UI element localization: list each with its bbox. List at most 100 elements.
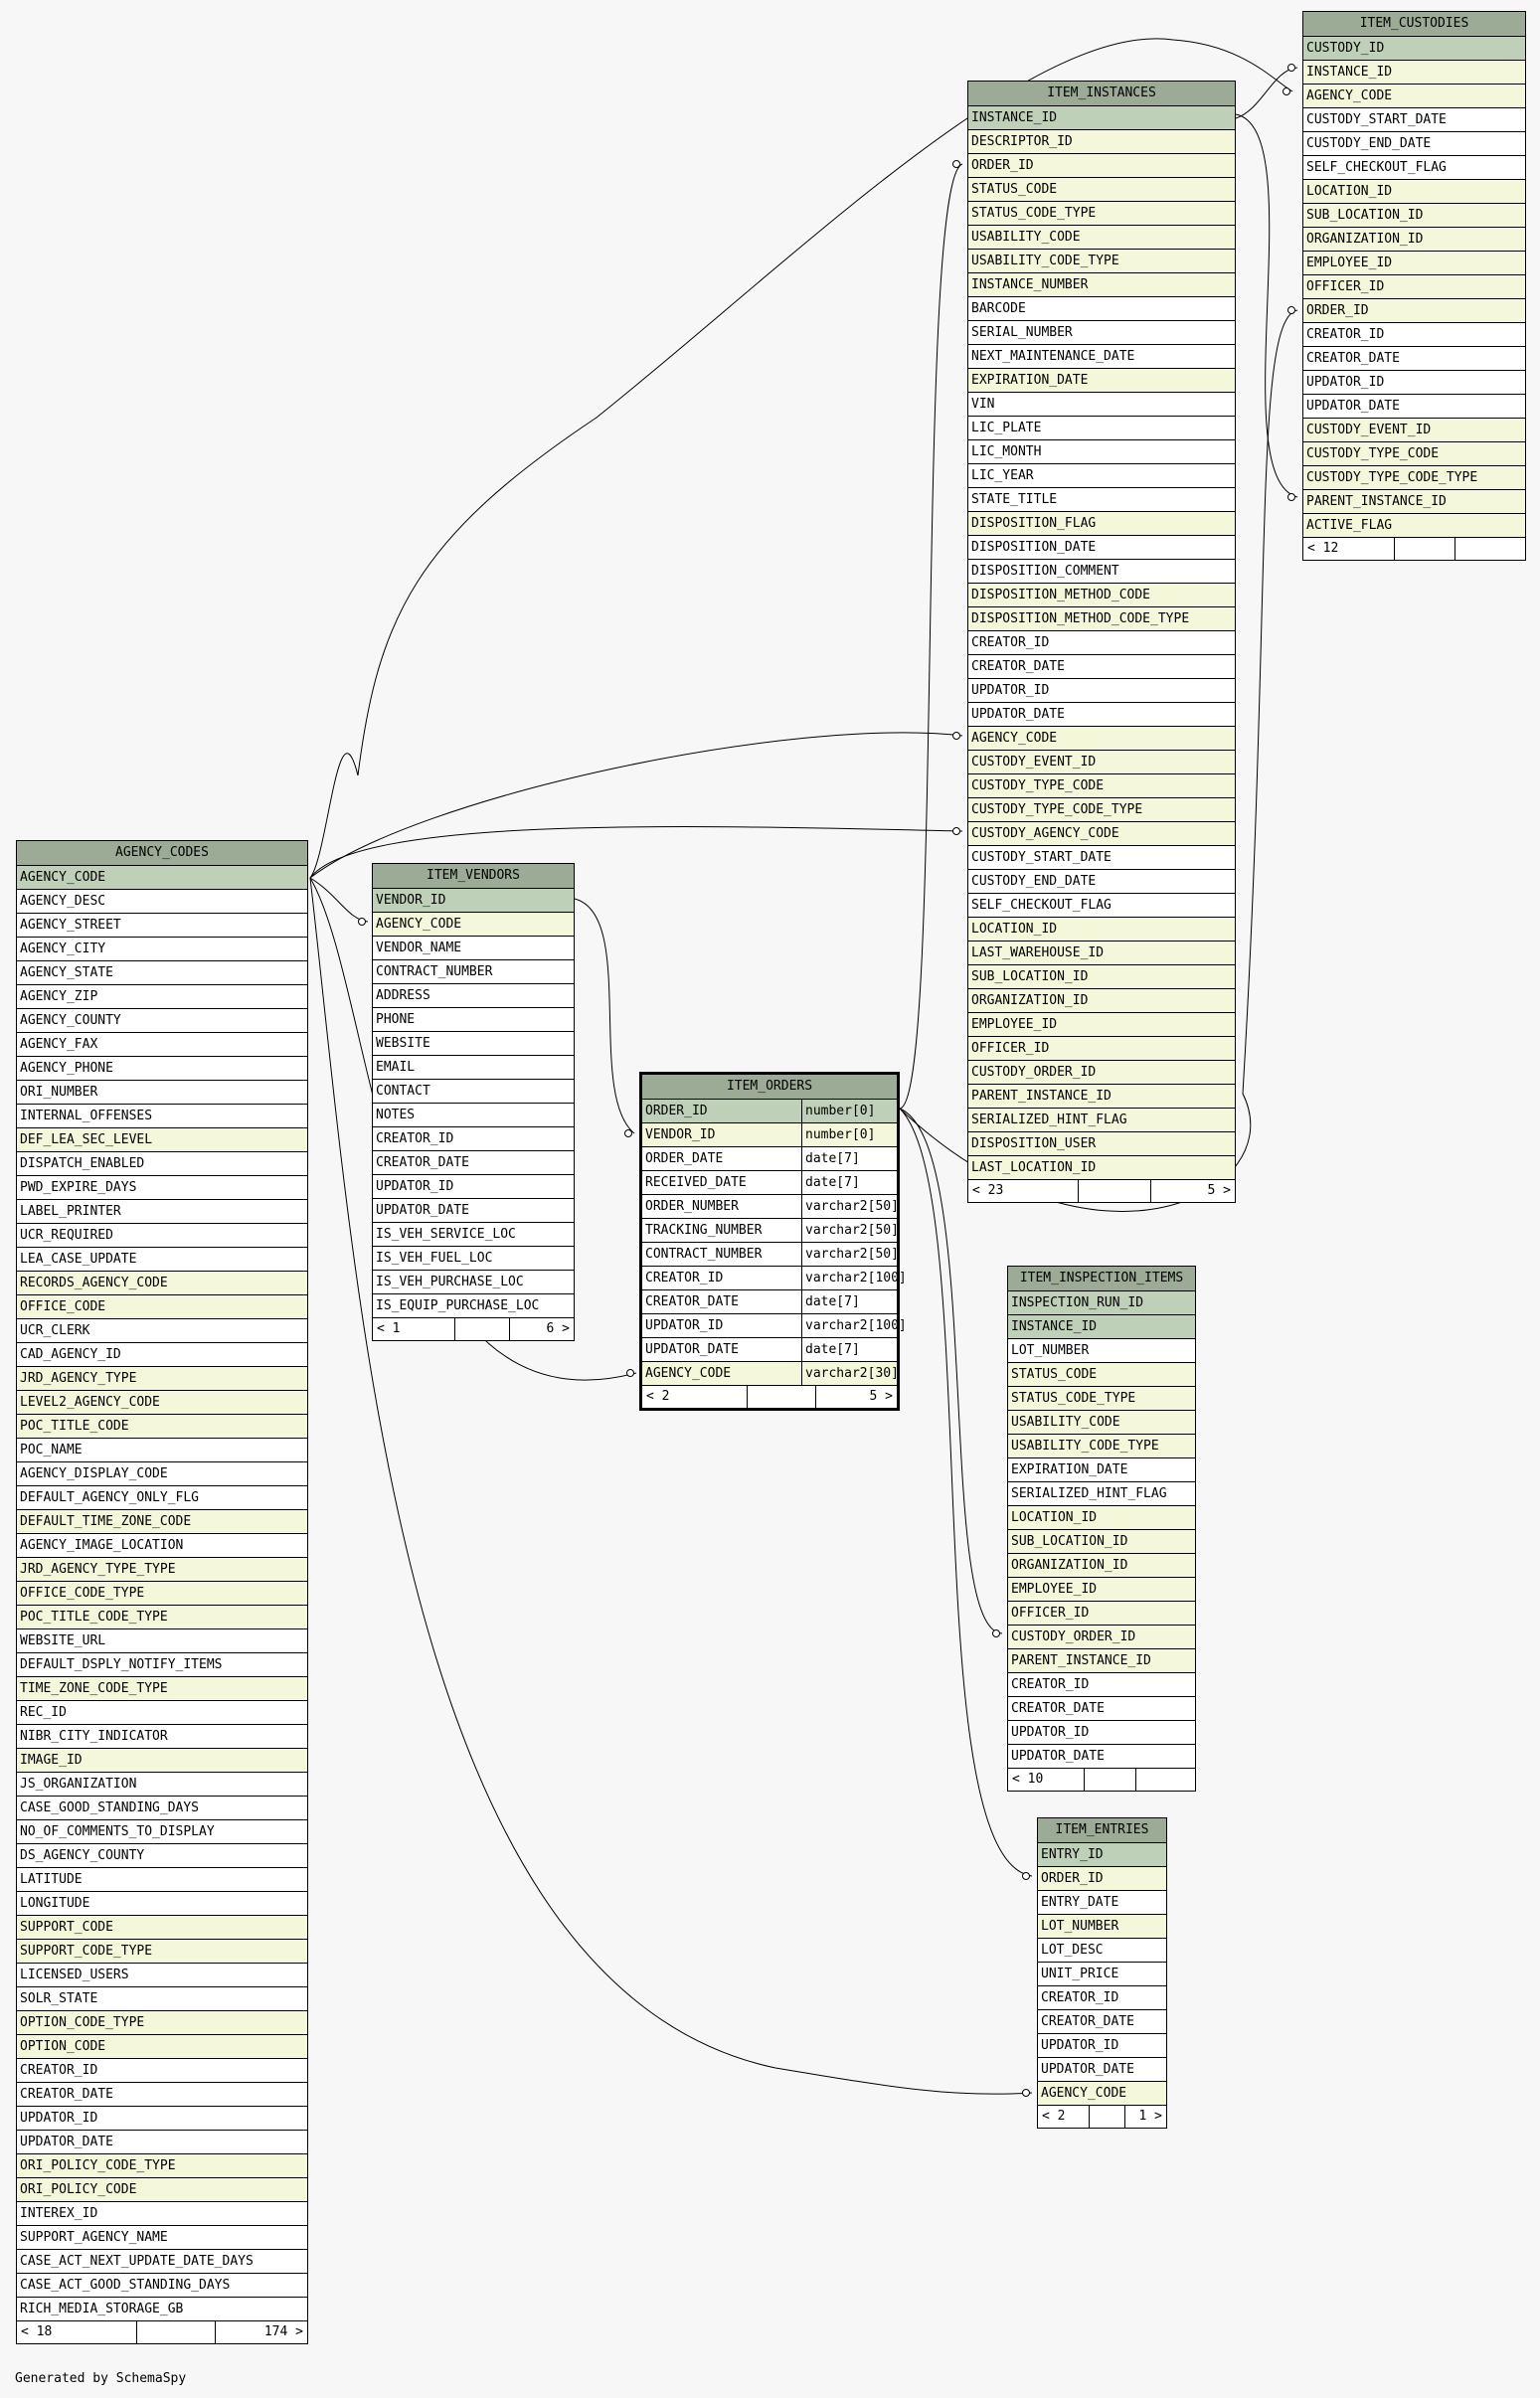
column-row[interactable]: REC_ID (17, 1701, 307, 1725)
column-row[interactable]: CREATOR_DATE (17, 2083, 307, 2107)
column-row[interactable]: WEBSITE_URL (17, 1629, 307, 1653)
column-row[interactable]: ENTRY_ID (1038, 1843, 1166, 1867)
column-row[interactable]: SELF_CHECKOUT_FLAG (1303, 156, 1525, 180)
column-row[interactable]: SUB_LOCATION_ID (968, 965, 1235, 989)
column-row[interactable]: UPDATOR_DATE (1038, 2058, 1166, 2082)
column-row[interactable]: AGENCY_STATE (17, 961, 307, 985)
column-row[interactable]: OFFICE_CODE (17, 1295, 307, 1319)
column-row[interactable]: ORGANIZATION_ID (1303, 228, 1525, 252)
column-row[interactable]: INSTANCE_ID (1303, 61, 1525, 85)
column-row[interactable]: CUSTODY_END_DATE (968, 870, 1235, 894)
column-row[interactable]: SERIAL_NUMBER (968, 321, 1235, 345)
column-row[interactable]: CREATOR_ID (1008, 1673, 1195, 1697)
column-row[interactable]: POC_TITLE_CODE_TYPE (17, 1606, 307, 1629)
column-row[interactable]: LONGITUDE (17, 1892, 307, 1916)
column-row[interactable]: LAST_WAREHOUSE_ID (968, 942, 1235, 965)
column-row[interactable]: LIC_MONTH (968, 440, 1235, 464)
column-row[interactable]: STATUS_CODE_TYPE (968, 202, 1235, 226)
column-row[interactable]: STATE_TITLE (968, 488, 1235, 512)
column-row[interactable]: INSTANCE_ID (1008, 1315, 1195, 1339)
column-row[interactable]: PARENT_INSTANCE_ID (968, 1085, 1235, 1109)
column-row[interactable]: AGENCY_CODE (17, 866, 307, 890)
column-row[interactable]: UCR_CLERK (17, 1319, 307, 1343)
column-row[interactable]: IMAGE_ID (17, 1749, 307, 1773)
column-row[interactable]: DEFAULT_TIME_ZONE_CODE (17, 1510, 307, 1534)
column-row[interactable]: BARCODE (968, 297, 1235, 321)
column-row[interactable]: CUSTODY_START_DATE (968, 846, 1235, 870)
column-row[interactable]: UCR_REQUIRED (17, 1224, 307, 1248)
column-row[interactable]: IS_EQUIP_PURCHASE_LOC (373, 1294, 574, 1318)
column-row[interactable]: STATUS_CODE_TYPE (1008, 1387, 1195, 1411)
column-row[interactable]: UPDATOR_ID (1038, 2034, 1166, 2058)
column-row[interactable]: SELF_CHECKOUT_FLAG (968, 894, 1235, 918)
column-row[interactable]: DISPOSITION_FLAG (968, 512, 1235, 536)
column-row[interactable]: DEFAULT_AGENCY_ONLY_FLG (17, 1486, 307, 1510)
column-row[interactable]: NEXT_MAINTENANCE_DATE (968, 345, 1235, 369)
column-row[interactable]: CUSTODY_EVENT_ID (968, 751, 1235, 774)
column-row[interactable]: DEF_LEA_SEC_LEVEL (17, 1128, 307, 1152)
column-row[interactable]: DISPOSITION_DATE (968, 536, 1235, 560)
column-row[interactable]: ORI_POLICY_CODE (17, 2178, 307, 2202)
column-row[interactable]: ACTIVE_FLAG (1303, 514, 1525, 538)
column-row[interactable]: SUPPORT_CODE (17, 1916, 307, 1940)
column-row[interactable]: JS_ORGANIZATION (17, 1773, 307, 1797)
column-row[interactable]: RICH_MEDIA_STORAGE_GB (17, 2298, 307, 2321)
column-row[interactable]: AGENCY_DISPLAY_CODE (17, 1462, 307, 1486)
column-row[interactable]: CREATOR_ID (1038, 1986, 1166, 2010)
column-row[interactable]: TIME_ZONE_CODE_TYPE (17, 1677, 307, 1701)
column-row[interactable]: UPDATOR_DATE (1008, 1745, 1195, 1769)
column-row[interactable]: SERIALIZED_HINT_FLAG (968, 1109, 1235, 1132)
column-row[interactable]: CREATOR_DATE (1038, 2010, 1166, 2034)
column-row[interactable]: EMPLOYEE_ID (1303, 252, 1525, 275)
column-row[interactable]: POC_TITLE_CODE (17, 1415, 307, 1439)
column-row[interactable]: CREATOR_ID (968, 631, 1235, 655)
column-row[interactable]: IS_VEH_SERVICE_LOC (373, 1223, 574, 1247)
column-row[interactable]: CONTRACT_NUMBER (373, 960, 574, 984)
column-row[interactable]: CAD_AGENCY_ID (17, 1343, 307, 1367)
column-row[interactable]: AGENCY_CODE (968, 727, 1235, 751)
column-row[interactable]: CUSTODY_START_DATE (1303, 108, 1525, 132)
column-row[interactable]: LOT_DESC (1038, 1939, 1166, 1963)
column-row[interactable]: INTERNAL_OFFENSES (17, 1105, 307, 1128)
column-row[interactable]: AGENCY_IMAGE_LOCATION (17, 1534, 307, 1558)
column-row[interactable]: LOT_NUMBER (1038, 1915, 1166, 1939)
column-row[interactable]: AGENCY_FAX (17, 1033, 307, 1057)
column-row[interactable]: VIN (968, 393, 1235, 417)
column-row[interactable]: AGENCY_STREET (17, 914, 307, 938)
column-row[interactable]: EMPLOYEE_ID (968, 1013, 1235, 1037)
column-row[interactable]: CUSTODY_AGENCY_CODE (968, 822, 1235, 846)
column-row[interactable]: OFFICE_CODE_TYPE (17, 1582, 307, 1606)
column-row[interactable]: OFFICER_ID (968, 1037, 1235, 1061)
column-row[interactable]: DISPOSITION_METHOD_CODE_TYPE (968, 607, 1235, 631)
column-row[interactable]: DISPOSITION_COMMENT (968, 560, 1235, 584)
column-row[interactable]: LABEL_PRINTER (17, 1200, 307, 1224)
column-row[interactable]: USABILITY_CODE_TYPE (968, 250, 1235, 273)
column-row[interactable]: NO_OF_COMMENTS_TO_DISPLAY (17, 1820, 307, 1844)
column-row[interactable]: DISPATCH_ENABLED (17, 1152, 307, 1176)
column-row[interactable]: VENDOR_NAME (373, 937, 574, 960)
column-row[interactable]: LATITUDE (17, 1868, 307, 1892)
column-row[interactable]: IS_VEH_PURCHASE_LOC (373, 1271, 574, 1294)
column-row[interactable]: CUSTODY_ORDER_ID (968, 1061, 1235, 1085)
column-row[interactable]: LOCATION_ID (968, 918, 1235, 942)
column-row[interactable]: CUSTODY_TYPE_CODE_TYPE (968, 798, 1235, 822)
column-row[interactable]: CUSTODY_TYPE_CODE (968, 774, 1235, 798)
column-row[interactable]: JRD_AGENCY_TYPE_TYPE (17, 1558, 307, 1582)
column-row[interactable]: CUSTODY_END_DATE (1303, 132, 1525, 156)
column-row[interactable]: ORGANIZATION_ID (968, 989, 1235, 1013)
column-row[interactable]: UPDATOR_ID (17, 2107, 307, 2131)
column-row[interactable]: USABILITY_CODE (968, 226, 1235, 250)
column-row[interactable]: OFFICER_ID (1303, 275, 1525, 299)
column-row[interactable]: RECORDS_AGENCY_CODE (17, 1272, 307, 1295)
column-row[interactable]: USABILITY_CODE_TYPE (1008, 1435, 1195, 1458)
column-row[interactable]: ORDER_ID (968, 154, 1235, 178)
